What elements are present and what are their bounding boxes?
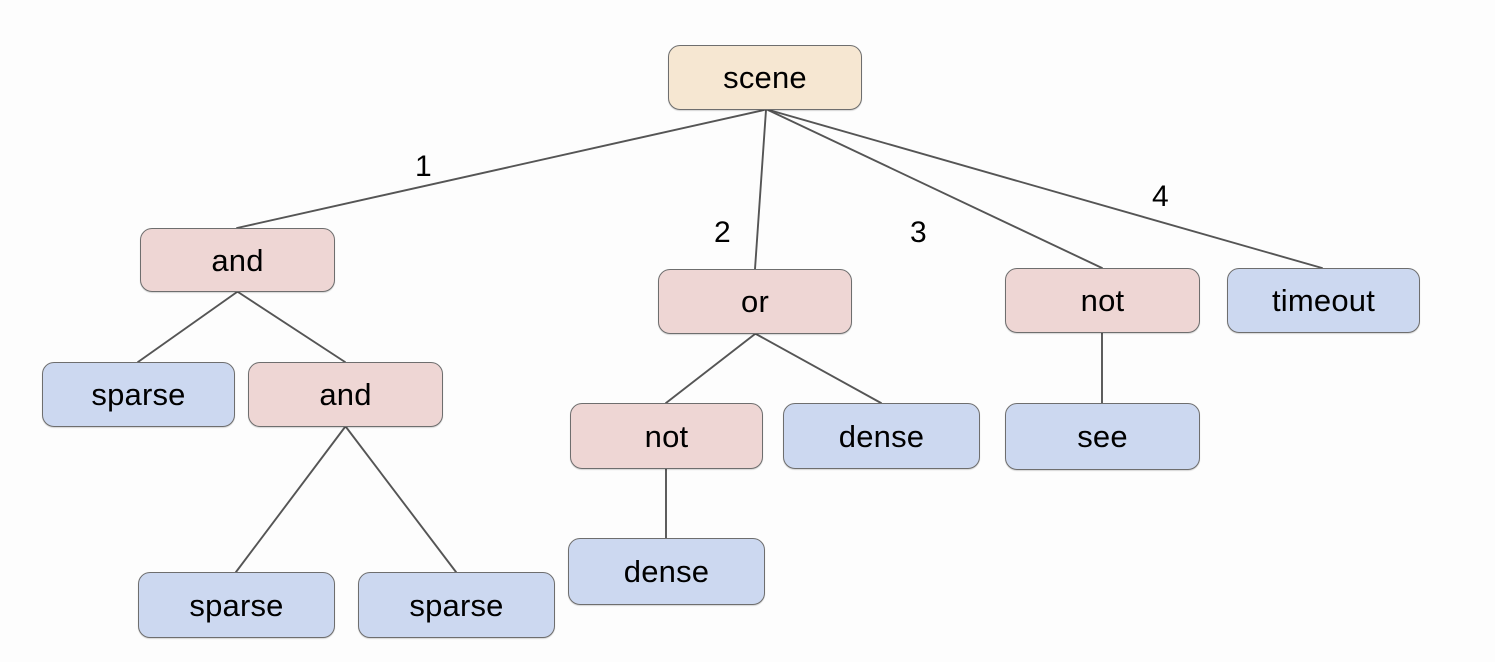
tree-node-label: sparse [91,377,186,412]
tree-node-not1[interactable]: not [570,403,763,469]
tree-node-sparse2[interactable]: sparse [138,572,335,638]
tree-node-label: dense [838,418,925,454]
tree-node-label: dense [623,554,710,589]
tree-node-label: timeout [1271,283,1376,318]
tree-node-label: scene [723,60,807,95]
tree-edge-scene-to-or1 [754,109,767,270]
tree-node-or1[interactable]: or [658,269,852,334]
tree-edge-and1-to-sparse1 [137,291,238,363]
tree-node-sparse1[interactable]: sparse [42,362,235,427]
tree-node-label: not [644,418,689,454]
tree-node-scene[interactable]: scene [668,45,862,110]
tree-node-sparse3[interactable]: sparse [358,572,555,638]
edge-label-4: 4 [1152,180,1169,213]
edge-label-2: 2 [714,216,731,249]
tree-edge-and2-to-sparse2 [235,426,346,573]
tree-node-timeout1[interactable]: timeout [1227,268,1420,333]
tree-node-label: or [741,284,769,319]
tree-node-label: sparse [409,587,504,623]
tree-node-dense2[interactable]: dense [568,538,765,605]
tree-node-label: see [1077,419,1128,454]
tree-node-label: and [319,377,372,412]
tree-node-see1[interactable]: see [1005,403,1200,470]
edge-label-3: 3 [910,216,927,249]
tree-node-label: not [1080,283,1125,318]
tree-edge-or1-to-not1 [665,333,756,404]
tree-node-and1[interactable]: and [140,228,335,292]
tree-edge-scene-to-not2 [767,109,1103,269]
tree-edge-and1-to-and2 [237,291,346,363]
tree-node-not2[interactable]: not [1005,268,1200,333]
tree-node-label: sparse [189,587,284,623]
tree-edge-scene-to-timeout1 [768,109,1323,269]
tree-node-label: and [211,242,264,278]
edge-label-1: 1 [415,150,432,183]
tree-node-and2[interactable]: and [248,362,443,427]
tree-edge-or1-to-dense1 [755,333,882,404]
tree-edge-scene-to-and1 [236,109,765,229]
tree-edge-and2-to-sparse3 [345,426,457,573]
tree-node-dense1[interactable]: dense [783,403,980,469]
